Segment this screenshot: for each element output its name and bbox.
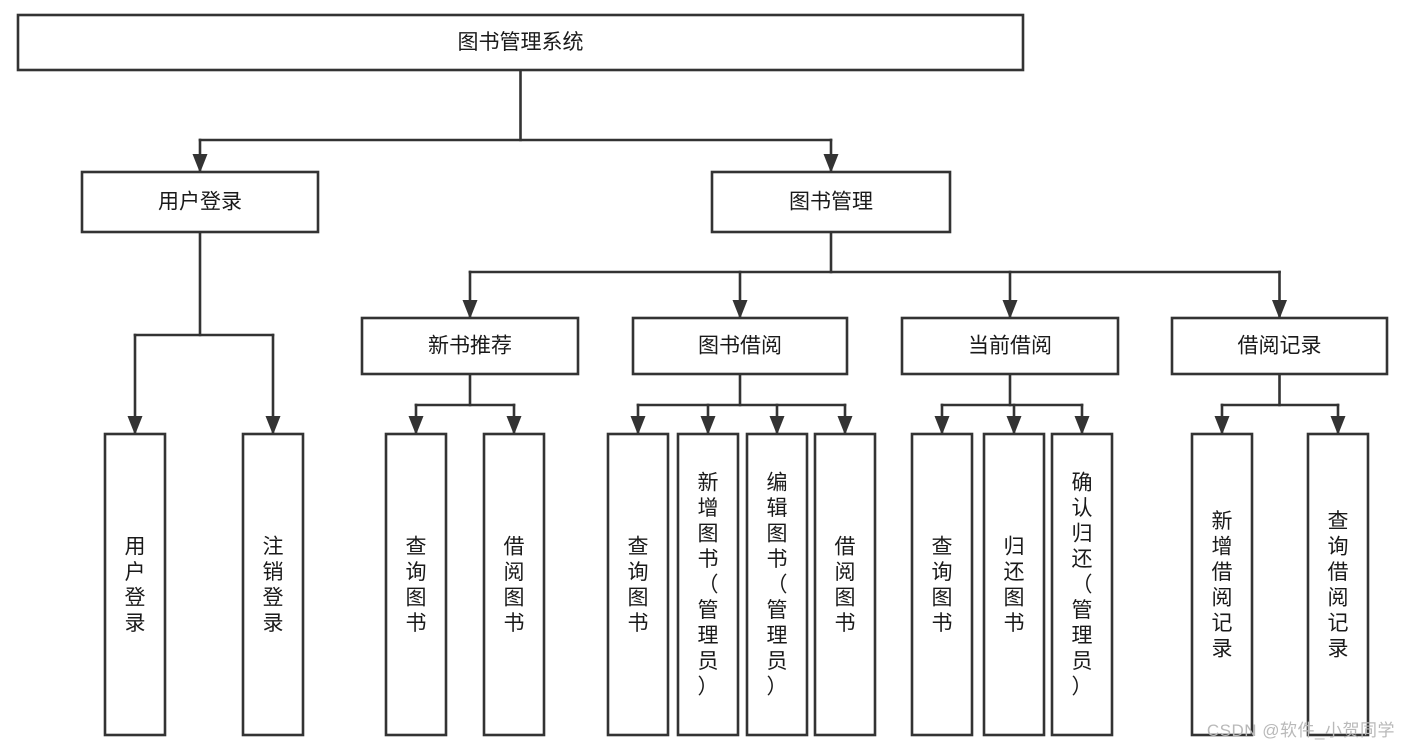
node-l3-新书推荐[interactable]: 新书推荐 <box>360 316 580 376</box>
node-label: 确认归还（管理员） <box>1072 472 1093 699</box>
node-root-图书管理系统[interactable]: 图书管理系统 <box>16 13 1025 72</box>
arrow-head-icon <box>837 416 853 435</box>
node-box[interactable] <box>631 316 849 376</box>
arrow-head-icon <box>1214 416 1230 435</box>
node-label: 查询图书 <box>406 535 427 635</box>
node-label: 查询图书 <box>628 535 649 635</box>
node-l3-图书借阅[interactable]: 图书借阅 <box>631 316 849 376</box>
arrow-head-icon <box>1006 416 1022 435</box>
node-box[interactable] <box>1306 432 1370 737</box>
diagram-nodes: 图书管理系统用户登录图书管理新书推荐图书借阅当前借阅借阅记录用户登录注销登录查询… <box>16 13 1389 737</box>
node-label: 新增图书（管理员） <box>698 472 719 699</box>
node-leaf-3-借阅图书[interactable]: 借阅图书 <box>482 432 546 737</box>
node-label: 查询图书 <box>932 535 953 635</box>
node-label: 归还图书 <box>1004 535 1025 635</box>
node-box[interactable] <box>103 432 167 737</box>
node-label: 借阅图书 <box>835 535 856 635</box>
node-leaf-9-归还图书[interactable]: 归还图书 <box>982 432 1046 737</box>
arrow-head-icon <box>265 416 281 435</box>
node-leaf-11-新增借阅记录[interactable]: 新增借阅记录 <box>1190 432 1254 737</box>
node-box[interactable] <box>982 432 1046 737</box>
node-label: 查询借阅记录 <box>1328 510 1349 661</box>
node-label: 新增借阅记录 <box>1212 510 1233 661</box>
node-box[interactable] <box>1050 432 1114 737</box>
node-l2-用户登录[interactable]: 用户登录 <box>80 170 320 234</box>
node-l3-当前借阅[interactable]: 当前借阅 <box>900 316 1120 376</box>
node-leaf-7-借阅图书[interactable]: 借阅图书 <box>813 432 877 737</box>
arrow-head-icon <box>506 416 522 435</box>
node-label: 注销登录 <box>263 535 284 635</box>
arrow-head-icon <box>408 416 424 435</box>
csdn-watermark: CSDN @软件_小贺同学 <box>1206 721 1395 740</box>
arrow-head-icon <box>823 154 839 173</box>
node-label: 新书推荐 <box>428 335 512 358</box>
node-leaf-5-新增图书管理员[interactable]: 新增图书（管理员） <box>676 432 740 737</box>
node-box[interactable] <box>910 432 974 737</box>
node-leaf-1-注销登录[interactable]: 注销登录 <box>241 432 305 737</box>
node-box[interactable] <box>16 13 1025 72</box>
arrow-head-icon <box>192 154 208 173</box>
node-label: 当前借阅 <box>968 335 1052 358</box>
node-box[interactable] <box>900 316 1120 376</box>
node-leaf-2-查询图书[interactable]: 查询图书 <box>384 432 448 737</box>
node-box[interactable] <box>1170 316 1389 376</box>
node-label: 用户登录 <box>158 191 242 214</box>
arrow-head-icon <box>732 300 748 319</box>
node-box[interactable] <box>606 432 670 737</box>
node-l3-借阅记录[interactable]: 借阅记录 <box>1170 316 1389 376</box>
arrow-head-icon <box>127 416 143 435</box>
arrow-head-icon <box>934 416 950 435</box>
node-box[interactable] <box>813 432 877 737</box>
node-label: 用户登录 <box>125 535 146 635</box>
arrow-head-icon <box>1272 300 1287 319</box>
node-leaf-0-用户登录[interactable]: 用户登录 <box>103 432 167 737</box>
node-l2-图书管理[interactable]: 图书管理 <box>710 170 952 234</box>
node-box[interactable] <box>482 432 546 737</box>
node-label: 编辑图书（管理员） <box>767 472 788 699</box>
node-label: 图书管理系统 <box>458 31 584 54</box>
node-label: 借阅图书 <box>504 535 525 635</box>
node-box[interactable] <box>710 170 952 234</box>
node-box[interactable] <box>241 432 305 737</box>
node-leaf-10-确认归还管理员[interactable]: 确认归还（管理员） <box>1050 432 1114 737</box>
node-label: 图书借阅 <box>698 335 782 358</box>
node-leaf-8-查询图书[interactable]: 查询图书 <box>910 432 974 737</box>
node-label: 图书管理 <box>789 191 873 214</box>
arrow-head-icon <box>462 300 478 319</box>
node-box[interactable] <box>80 170 320 234</box>
node-leaf-12-查询借阅记录[interactable]: 查询借阅记录 <box>1306 432 1370 737</box>
arrow-head-icon <box>1074 416 1090 435</box>
arrow-head-icon <box>630 416 646 435</box>
node-label: 借阅记录 <box>1238 335 1322 358</box>
node-box[interactable] <box>384 432 448 737</box>
node-box[interactable] <box>1190 432 1254 737</box>
connector-lines <box>127 68 1346 435</box>
node-box[interactable] <box>676 432 740 737</box>
node-leaf-6-编辑图书管理员[interactable]: 编辑图书（管理员） <box>745 432 809 737</box>
arrow-head-icon <box>1330 416 1346 435</box>
node-box[interactable] <box>745 432 809 737</box>
node-box[interactable] <box>360 316 580 376</box>
arrow-head-icon <box>700 416 716 435</box>
node-leaf-4-查询图书[interactable]: 查询图书 <box>606 432 670 737</box>
arrow-head-icon <box>1002 300 1018 319</box>
arrow-head-icon <box>769 416 785 435</box>
